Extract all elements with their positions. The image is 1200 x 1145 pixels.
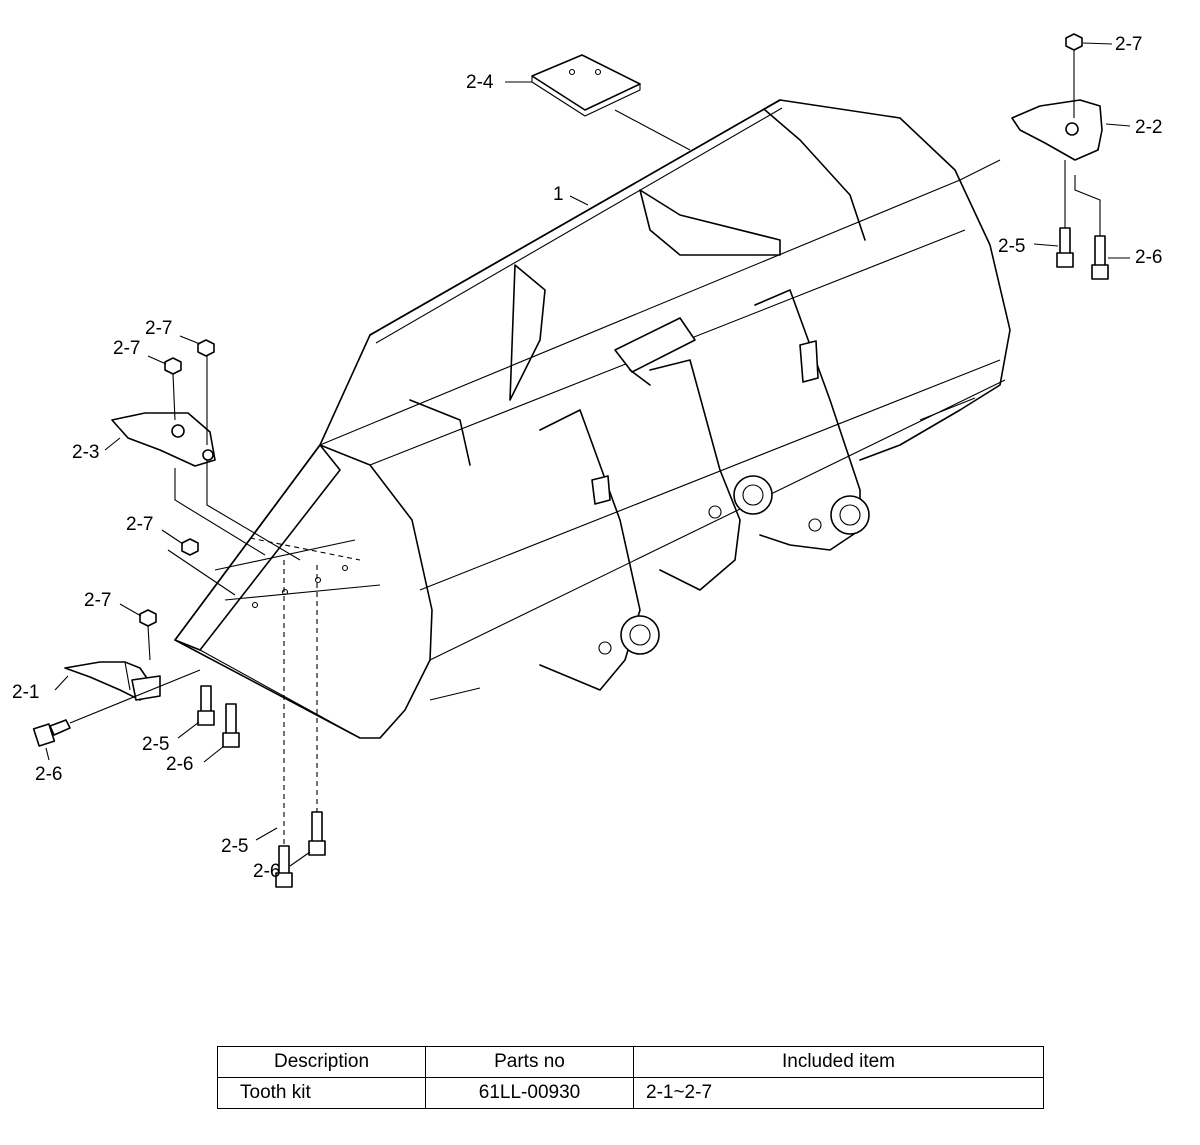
callout-2-6-side: 2-6 — [35, 764, 62, 785]
wear-plate-2-4 — [505, 54, 691, 151]
callout-2-7-rear-a: 2-7 — [113, 338, 140, 359]
nut-2-7-right — [1065, 33, 1113, 118]
cell-included-item: 2-1~2-7 — [633, 1077, 1044, 1109]
bolt-2-6-front-side — [32, 669, 201, 761]
tooth-2-3 — [104, 412, 216, 467]
callout-2-5-front: 2-5 — [142, 734, 169, 755]
bolt-2-6-lower — [289, 565, 326, 867]
callout-2-2: 2-2 — [1135, 117, 1162, 138]
table-header-row: Description Parts no Included item — [217, 1046, 1044, 1078]
callout-2-4: 2-4 — [466, 72, 494, 93]
tooth-2-1 — [54, 661, 161, 701]
callout-2-5-lower: 2-5 — [221, 836, 248, 857]
callout-2-1: 2-1 — [12, 682, 39, 703]
tooth-2-2 — [1011, 99, 1131, 161]
callout-2-6-lower: 2-6 — [253, 861, 280, 882]
callout-2-6-front: 2-6 — [166, 754, 193, 775]
bolt-2-5-lower — [255, 560, 293, 888]
callout-2-7-front: 2-7 — [84, 590, 111, 611]
nut-2-7-front — [119, 603, 157, 661]
table-row: Tooth kit 61LL-00930 2-1~2-7 — [217, 1077, 1044, 1109]
bolt-2-5-front — [177, 685, 215, 739]
parts-table: Description Parts no Included item Tooth… — [217, 1046, 1044, 1109]
callout-1: 1 — [553, 184, 564, 205]
nut-2-7-rear-b — [179, 335, 215, 445]
header-parts-no: Parts no — [425, 1046, 634, 1078]
callout-2-6-right: 2-6 — [1135, 247, 1162, 268]
callout-2-7-rear-b: 2-7 — [145, 318, 172, 339]
callout-2-7-mid: 2-7 — [126, 514, 153, 535]
bolt-2-6-right — [1074, 175, 1130, 280]
bucket-exploded-diagram: 1 2-1 2-2 2-3 2-4 2-5 2-5 2-5 2-6 2-6 2-… — [12, 33, 1162, 888]
nut-2-7-mid — [161, 529, 199, 556]
bolt-2-6-front — [203, 703, 240, 763]
cell-description: Tooth kit — [217, 1077, 426, 1109]
callout-2-7-right: 2-7 — [1115, 34, 1142, 55]
header-description: Description — [217, 1046, 426, 1078]
bucket-body — [174, 99, 1011, 739]
header-included-item: Included item — [633, 1046, 1044, 1078]
nut-2-7-rear-a — [147, 355, 182, 421]
bolt-2-5-right — [1033, 160, 1074, 268]
callout-2-5-right: 2-5 — [998, 236, 1025, 257]
callout-2-3: 2-3 — [72, 442, 99, 463]
cell-parts-no: 61LL-00930 — [425, 1077, 634, 1109]
